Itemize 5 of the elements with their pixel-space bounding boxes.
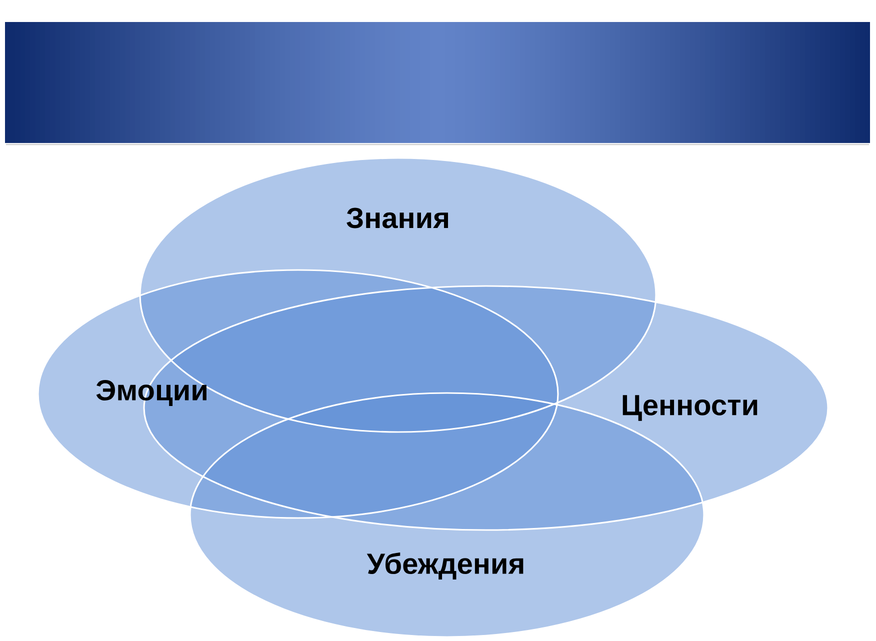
ellipse-label: Эмоции	[96, 380, 206, 406]
ellipse-label: Знания	[346, 208, 448, 228]
ellipse-label: Ценности	[622, 395, 758, 421]
ellipse-label: Убеждения	[366, 552, 524, 580]
ellipse	[37, 269, 559, 519]
